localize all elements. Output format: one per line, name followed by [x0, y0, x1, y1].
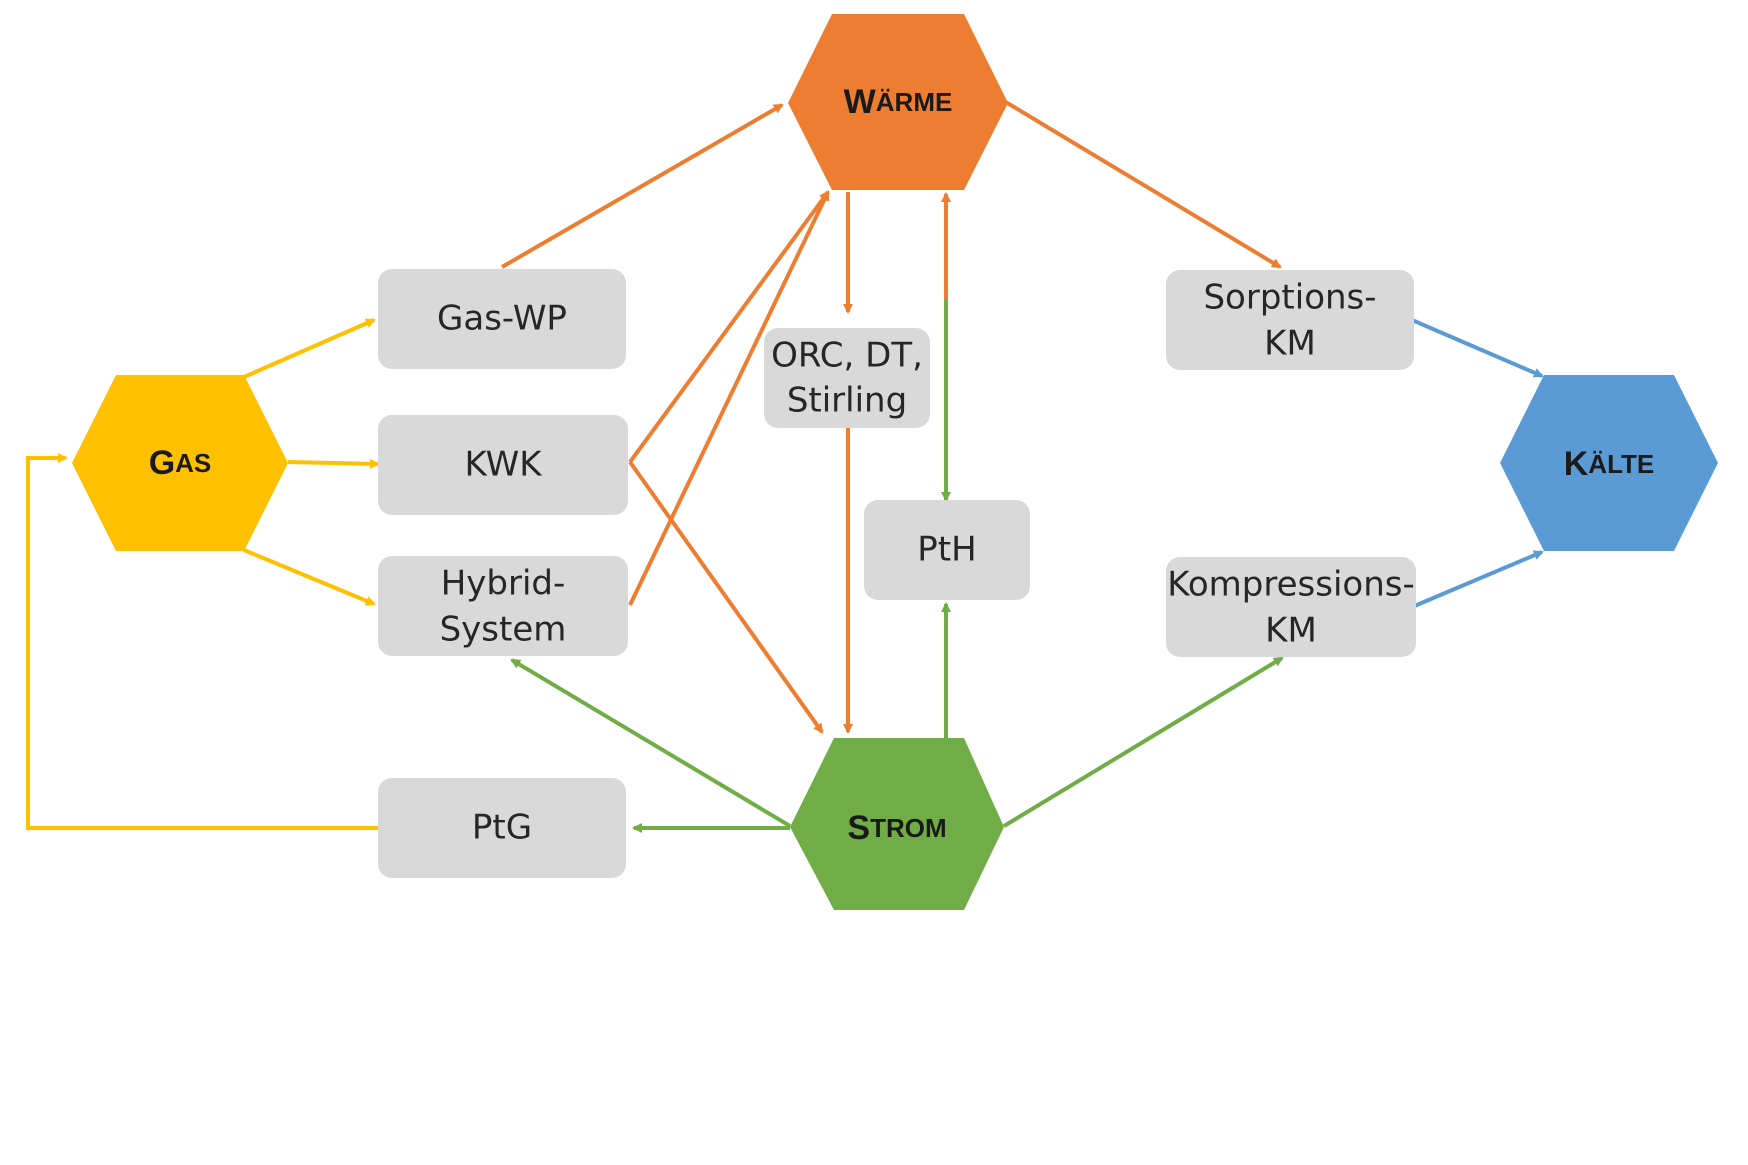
arrow-strom-to-hybrid	[510, 658, 792, 828]
hub-gas: GAS	[72, 375, 288, 551]
arrow-gaswp-to-waerme	[500, 103, 784, 269]
box-kompressions-km: Kompressions- KM	[1166, 557, 1416, 657]
box-hybrid-system: Hybrid- System	[378, 556, 628, 656]
arrow-gas-to-kwk	[287, 458, 380, 469]
box-kwk: KWK	[378, 415, 628, 515]
arrow-kompression-to-kaelte	[1411, 550, 1544, 609]
box-orc-dt-stirling: ORC, DT, Stirling	[764, 328, 930, 428]
box-pth: PtH	[864, 500, 1030, 600]
arrow-ptg-to-gas	[26, 453, 378, 830]
box-sorption-line1: Sorptions-	[1203, 278, 1376, 318]
box-hybrid-line2: System	[440, 610, 567, 650]
box-gas-wp: Gas-WP	[378, 269, 626, 369]
hub-strom: STROM	[790, 738, 1004, 910]
arrow-kwk-to-waerme	[628, 190, 830, 464]
box-gas-wp-label: Gas-WP	[437, 299, 567, 339]
hub-strom-label: STROM	[847, 809, 946, 847]
hub-kaelte-label: KÄLTE	[1564, 445, 1655, 483]
box-orc-line1: ORC, DT,	[771, 336, 923, 376]
box-pth-label: PtH	[917, 530, 976, 570]
arrow-kwk-to-strom	[628, 460, 824, 734]
arrow-strom-to-kompression	[1002, 656, 1284, 828]
arrow-hybrid-to-waerme	[628, 190, 830, 606]
box-sorption-line2: KM	[1264, 324, 1316, 364]
arrow-gas-to-gaswp	[243, 318, 376, 379]
box-sorptions-km: Sorptions- KM	[1166, 270, 1414, 370]
hub-waerme: WÄRME	[788, 14, 1008, 190]
hub-gas-label: GAS	[149, 444, 212, 482]
box-kompression-line2: KM	[1265, 611, 1317, 651]
box-hybrid-line1: Hybrid-	[441, 564, 566, 604]
hub-kaelte: KÄLTE	[1500, 375, 1718, 551]
box-orc-line2: Stirling	[787, 381, 907, 421]
arrow-sorption-to-kaelte	[1411, 318, 1544, 378]
box-ptg: PtG	[378, 778, 626, 878]
arrow-waerme-to-sorption	[1002, 99, 1282, 269]
box-kompression-line1: Kompressions-	[1167, 565, 1414, 605]
box-ptg-label: PtG	[472, 808, 532, 848]
box-kwk-label: KWK	[465, 445, 544, 485]
arrows	[26, 99, 1544, 833]
arrow-gas-to-hybrid	[243, 548, 376, 606]
hub-waerme-label: WÄRME	[844, 83, 953, 121]
